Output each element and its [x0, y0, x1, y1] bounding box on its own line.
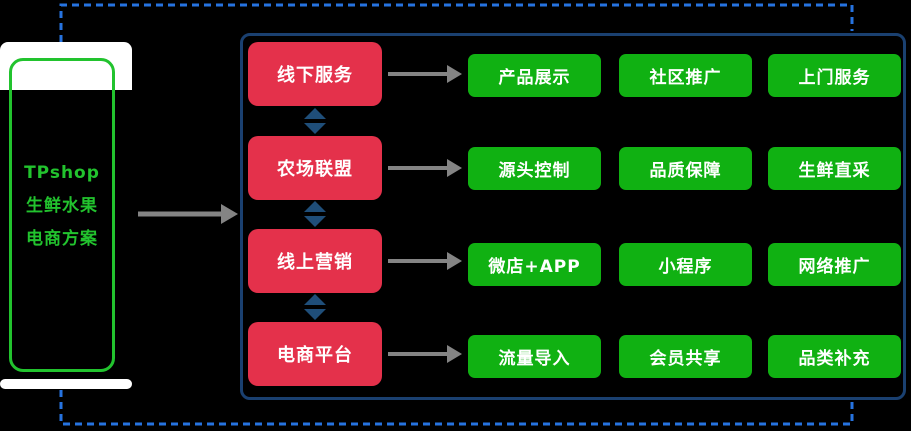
target-box-category-supplement: 品类补充	[768, 335, 901, 378]
target-box-label: 网络推广	[798, 257, 871, 277]
target-box-microshop-app: 微店+APP	[468, 243, 601, 286]
target-box-label: 上门服务	[798, 68, 871, 88]
source-box-label: 线上营销	[277, 252, 353, 273]
up-down-arrow-icon	[304, 201, 326, 227]
source-box-ecommerce-platform: 电商平台	[248, 322, 382, 386]
target-box-label: 微店+APP	[488, 257, 581, 277]
right-arrow-icon	[388, 252, 462, 270]
target-box-source-control: 源头控制	[468, 147, 601, 190]
source-box-label: 线下服务	[277, 65, 353, 86]
target-box-member-sharing: 会员共享	[619, 335, 752, 378]
target-box-label: 社区推广	[649, 68, 722, 88]
solution-panel: 线下服务 农场联盟 线上营销 电商平台 产品展示 社区推广 上门服务 源头控制 …	[240, 33, 906, 400]
source-box-farm-alliance: 农场联盟	[248, 136, 382, 200]
target-box-fresh-direct: 生鲜直采	[768, 147, 901, 190]
phone-title: TPshop	[24, 163, 100, 183]
target-box-label: 会员共享	[649, 349, 722, 369]
phone-subtitle-1: 生鲜水果	[26, 196, 98, 216]
phone-home-bar	[0, 379, 132, 389]
source-box-offline-service: 线下服务	[248, 42, 382, 106]
target-box-product-display: 产品展示	[468, 54, 601, 97]
target-box-label: 源头控制	[498, 161, 571, 181]
target-box-label: 品类补充	[798, 349, 871, 369]
target-box-network-promotion: 网络推广	[768, 243, 901, 286]
target-box-label: 产品展示	[498, 68, 571, 88]
source-box-online-marketing: 线上营销	[248, 229, 382, 293]
target-box-label: 生鲜直采	[798, 161, 871, 181]
up-down-arrow-icon	[304, 108, 326, 134]
phone-screen: TPshop 生鲜水果 电商方案	[9, 58, 115, 372]
source-box-label: 电商平台	[277, 345, 353, 366]
main-flow-right-arrow-icon	[138, 204, 238, 224]
target-box-label: 小程序	[658, 257, 713, 277]
phone-graphic: TPshop 生鲜水果 电商方案	[0, 42, 132, 389]
source-box-label: 农场联盟	[277, 159, 353, 180]
phone-subtitle-2: 电商方案	[26, 229, 98, 249]
up-down-arrow-icon	[304, 294, 326, 320]
target-box-community-promotion: 社区推广	[619, 54, 752, 97]
right-arrow-icon	[388, 345, 462, 363]
target-box-label: 流量导入	[498, 349, 571, 369]
right-arrow-icon	[388, 159, 462, 177]
target-box-label: 品质保障	[649, 161, 722, 181]
target-box-traffic-import: 流量导入	[468, 335, 601, 378]
right-arrow-icon	[388, 65, 462, 83]
target-box-mini-program: 小程序	[619, 243, 752, 286]
target-box-door-to-door: 上门服务	[768, 54, 901, 97]
target-box-quality-assurance: 品质保障	[619, 147, 752, 190]
